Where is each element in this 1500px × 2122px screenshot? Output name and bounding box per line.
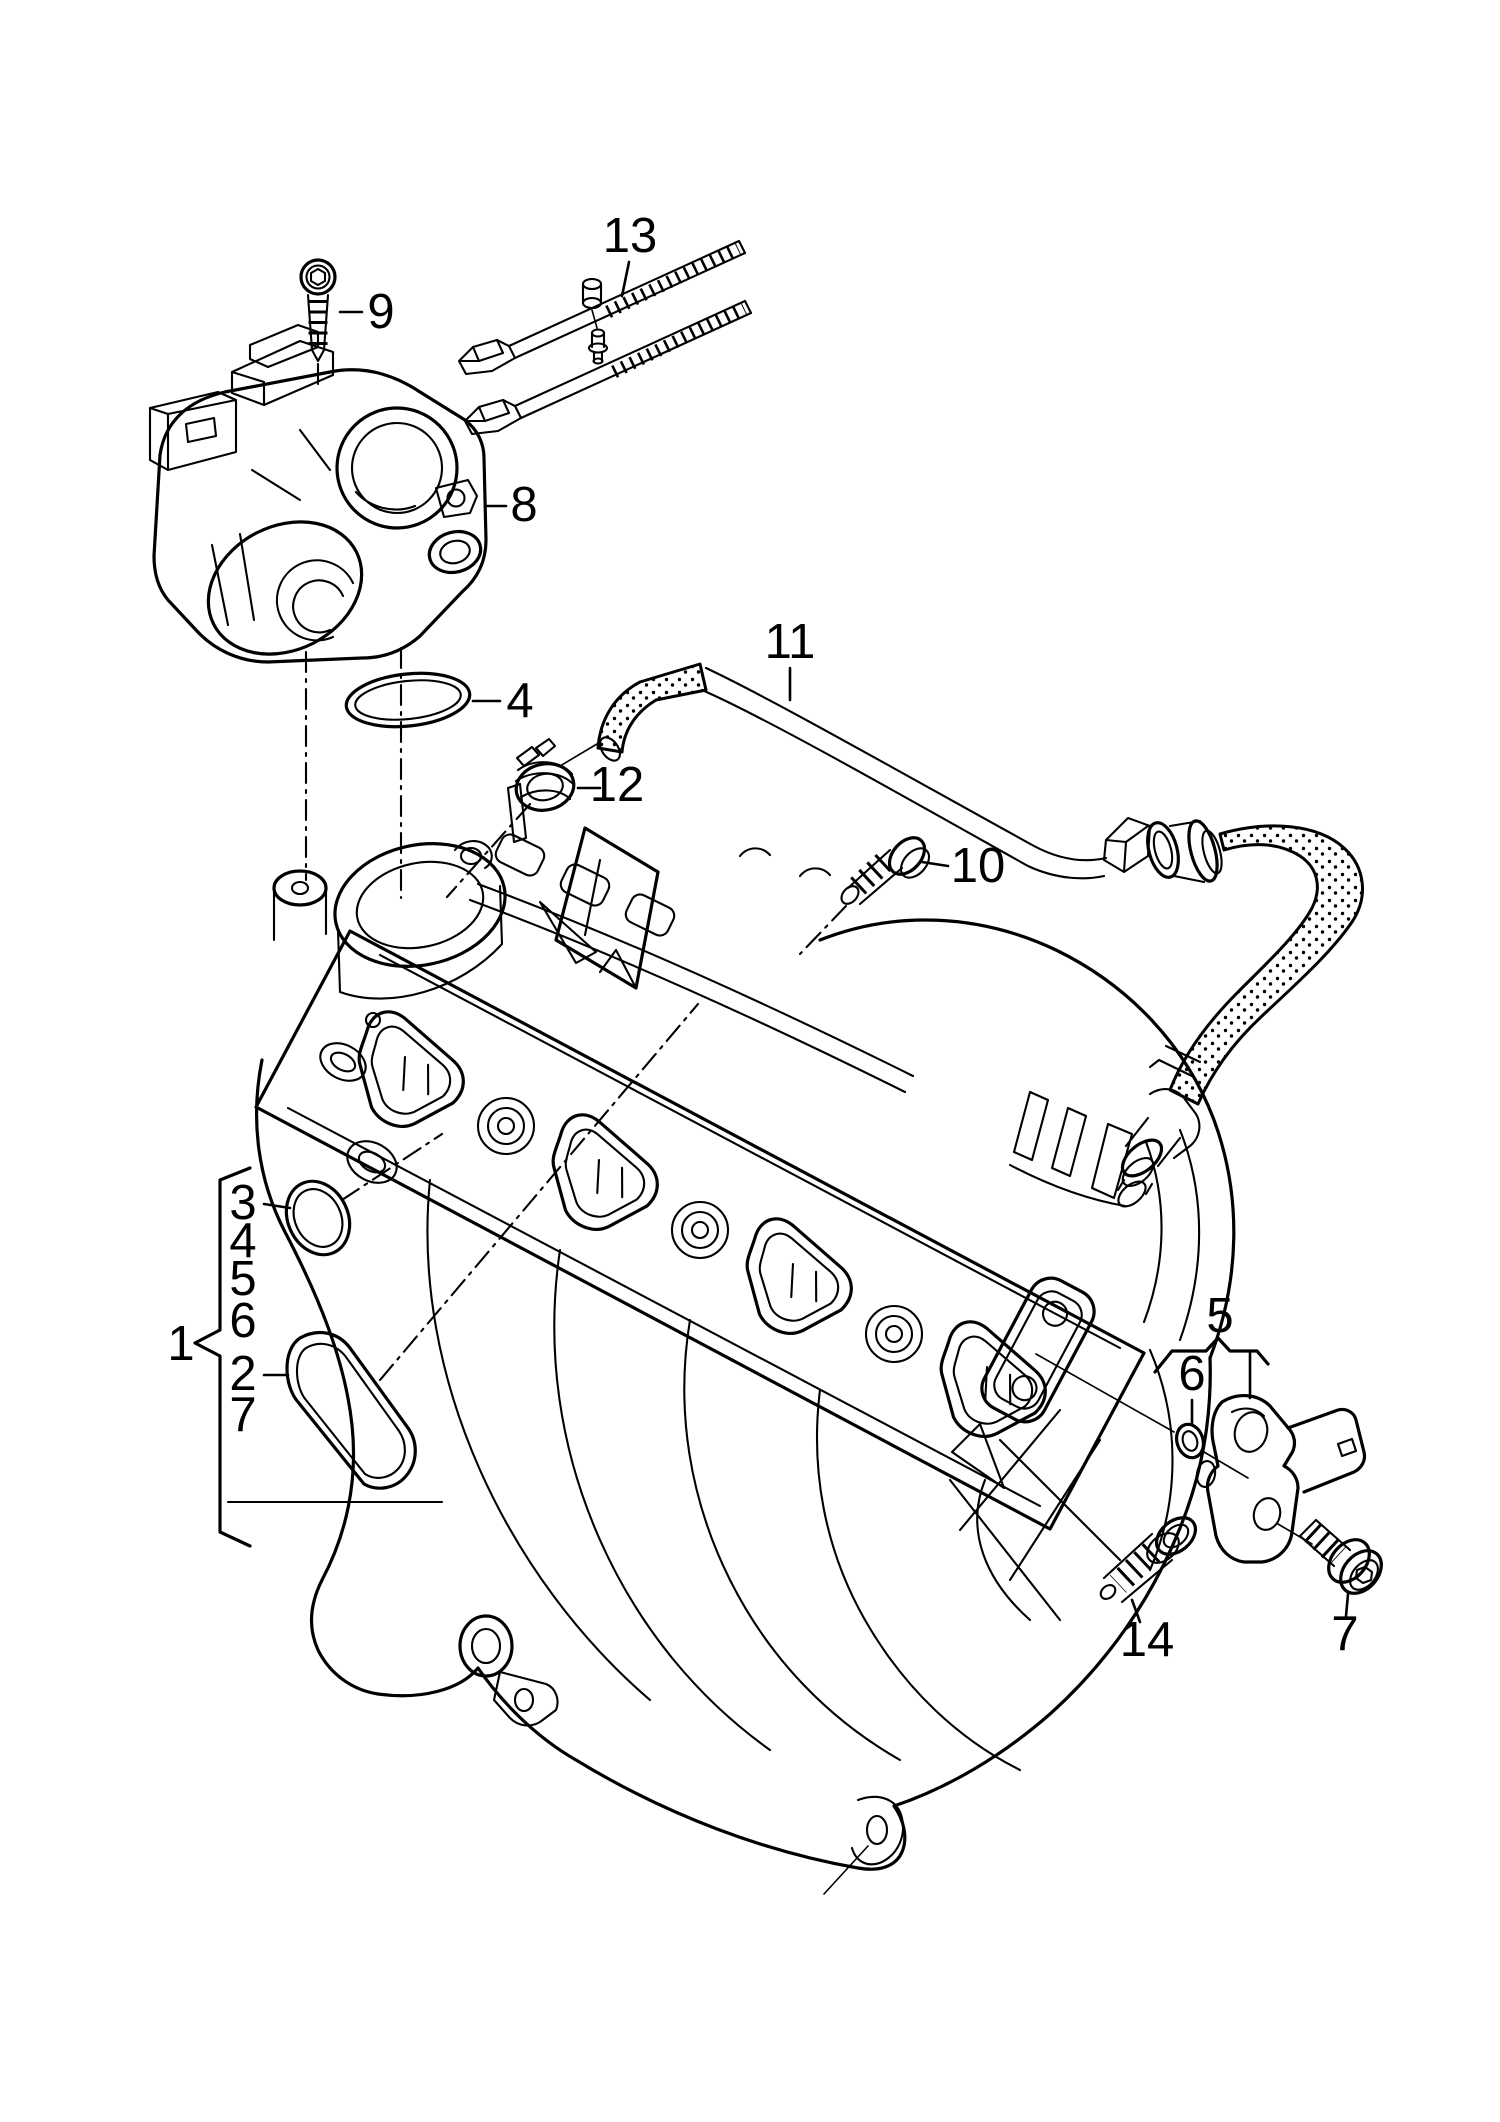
lug-to-washer-line <box>1035 1353 1249 1479</box>
callout-7-right[interactable]: 7 <box>1331 1607 1358 1661</box>
braided-hose <box>1148 824 1364 1106</box>
callout-11[interactable]: 11 <box>765 615 816 669</box>
small-oring-3 <box>284 1179 352 1257</box>
flange-boss-1 <box>476 1096 536 1156</box>
leader-10 <box>920 860 950 868</box>
callout-7-left[interactable]: 7 <box>229 1388 256 1442</box>
callout-6-left[interactable]: 6 <box>229 1294 256 1348</box>
callout-13[interactable]: 13 <box>603 209 658 263</box>
callout-10[interactable]: 10 <box>951 839 1006 893</box>
bolt-10 <box>840 836 931 906</box>
callout-5-right[interactable]: 5 <box>1206 1289 1233 1343</box>
cable-ties <box>457 239 753 436</box>
washer-6 <box>1174 1422 1206 1460</box>
callout-3[interactable]: 3 <box>229 1176 256 1230</box>
callout-4-left[interactable]: 4 <box>229 1214 256 1268</box>
manifold-bottom-tab <box>823 1795 904 1895</box>
callout-14[interactable]: 14 <box>1120 1613 1175 1667</box>
pipe-quick-connector <box>1102 816 1223 884</box>
callout-9[interactable]: 9 <box>367 285 394 339</box>
callout-4-top[interactable]: 4 <box>506 674 533 728</box>
manifold-upper-structure <box>468 826 1236 1360</box>
flange-boss-3 <box>864 1304 924 1364</box>
sensor-mounting-lug <box>980 1276 1096 1424</box>
bolt-7 <box>1298 1518 1383 1595</box>
leader-13 <box>620 260 631 298</box>
callout-2[interactable]: 2 <box>229 1347 256 1401</box>
breather-pipe-11 <box>596 662 1108 880</box>
leader-7-right <box>1344 1592 1350 1618</box>
gasket2-leader-line <box>378 1002 700 1382</box>
oring3-leader-line <box>340 1132 444 1202</box>
throttle-oring-4 <box>344 671 472 729</box>
clamp-12 <box>514 737 576 812</box>
manifold-foot-boss <box>458 1614 559 1727</box>
left-callout-bracket <box>193 1166 444 1548</box>
manifold-flange-plate <box>254 929 1146 1531</box>
cable-tie-pins <box>581 277 609 365</box>
clamp-to-hose-line <box>559 743 598 767</box>
pressure-sensor-5 <box>1195 1394 1367 1564</box>
lug-pointer-tab <box>950 1422 1006 1490</box>
callout-1[interactable]: 1 <box>167 1317 194 1371</box>
manifold-gasket-2 <box>285 1330 417 1490</box>
intake-port-3 <box>718 1209 870 1356</box>
throttle-body <box>148 323 488 664</box>
manifold-plenum-body <box>254 1058 1212 1871</box>
manifold-throttle-flange <box>272 782 598 1000</box>
screw-9 <box>299 258 337 363</box>
callout-5-left[interactable]: 5 <box>229 1252 256 1306</box>
intake-port-2 <box>524 1105 676 1252</box>
leader-14 <box>1130 1598 1142 1624</box>
callout-8[interactable]: 8 <box>510 478 537 532</box>
sensor-callout-bracket <box>1153 1336 1270 1400</box>
bolt-14 <box>1099 1516 1198 1604</box>
callout-12[interactable]: 12 <box>590 758 645 812</box>
clamp-to-flange-line <box>445 802 532 899</box>
callout-6-right[interactable]: 6 <box>1178 1347 1205 1401</box>
flange-boss-2 <box>670 1200 730 1260</box>
intake-port-1 <box>330 1002 482 1149</box>
bolt10-to-manifold-line <box>798 904 848 956</box>
